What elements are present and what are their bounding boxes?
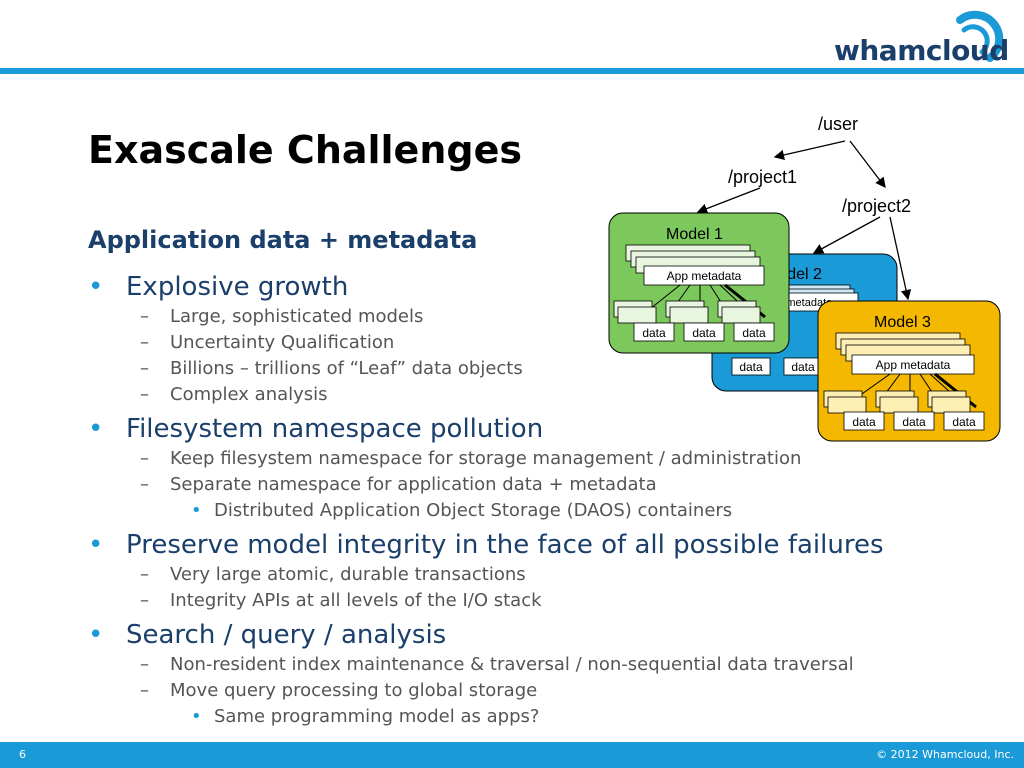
model-2-data-label: data — [739, 360, 763, 374]
model-3-data-label: data — [852, 415, 876, 429]
bullet-item: Explosive growth — [88, 270, 988, 304]
header-rule — [0, 68, 1024, 74]
copyright-notice: © 2012 Whamcloud, Inc. — [876, 748, 1014, 761]
model-1-data-label: data — [642, 326, 666, 340]
sub-sub-bullet-item: Same programming model as apps? — [88, 704, 988, 730]
bullet-list: Explosive growth Large, sophisticated mo… — [88, 270, 988, 730]
whamcloud-logo: whamcloud — [832, 6, 1012, 76]
tree-project2-label: /project2 — [842, 196, 911, 216]
sub-bullet-item: Complex analysis — [88, 382, 988, 408]
model-3-box: Model 3 App metadata data data data — [817, 300, 1001, 442]
model-3-title: Model 3 — [874, 314, 931, 331]
model-1-title: Model 1 — [666, 226, 723, 243]
sub-bullet-item: Uncertainty Qualification — [88, 330, 988, 356]
sub-bullet-item: Large, sophisticated models — [88, 304, 988, 330]
model-3-data-label: data — [902, 415, 926, 429]
model-1-metadata-label: App metadata — [667, 269, 742, 283]
logo-text: whamcloud — [834, 34, 1009, 67]
footer-bar: 6 © 2012 Whamcloud, Inc. — [0, 742, 1024, 768]
page-subtitle: Application data + metadata — [88, 226, 478, 254]
model-3-data-label: data — [952, 415, 976, 429]
model-1-box: Model 1 App metadata data data data — [608, 212, 790, 354]
page-title: Exascale Challenges — [88, 128, 522, 172]
model-3-metadata-label: App metadata — [876, 358, 951, 372]
bullet-item: Filesystem namespace pollution — [88, 412, 988, 446]
sub-sub-bullet-item: Distributed Application Object Storage (… — [88, 498, 988, 524]
sub-bullet-item: Separate namespace for application data … — [88, 472, 988, 498]
model-2-data-label: data — [791, 360, 815, 374]
bullet-item: Search / query / analysis — [88, 618, 988, 652]
page-number: 6 — [19, 748, 26, 761]
model-1-data-label: data — [692, 326, 716, 340]
sub-bullet-item: Non-resident index maintenance & travers… — [88, 652, 988, 678]
bullet-item: Preserve model integrity in the face of … — [88, 528, 988, 562]
model-1-data-label: data — [742, 326, 766, 340]
tree-root-label: /user — [818, 114, 858, 134]
sub-bullet-item: Billions – trillions of “Leaf” data obje… — [88, 356, 988, 382]
sub-bullet-item: Integrity APIs at all levels of the I/O … — [88, 588, 988, 614]
namespace-diagram: /user /project1 /project2 Model 2 App me… — [608, 114, 1001, 442]
sub-bullet-item: Very large atomic, durable transactions — [88, 562, 988, 588]
sub-bullet-item: Keep filesystem namespace for storage ma… — [88, 446, 988, 472]
logo-swirl-icon — [956, 10, 1004, 62]
tree-project1-label: /project1 — [728, 167, 797, 187]
tree-edges — [696, 140, 912, 301]
sub-bullet-item: Move query processing to global storage — [88, 678, 988, 704]
